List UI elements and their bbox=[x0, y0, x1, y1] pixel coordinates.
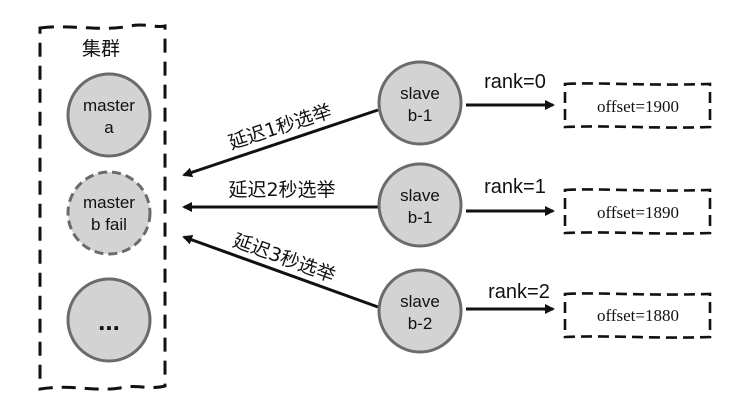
slave-3-label: slave bbox=[400, 292, 440, 311]
slave-node-1: slave b-1 bbox=[377, 60, 463, 146]
rank-label-3: rank=2 bbox=[488, 281, 550, 303]
master-a-label: master bbox=[83, 96, 135, 115]
master-a-node: master a bbox=[66, 72, 152, 158]
slave-node-2: slave b-1 bbox=[377, 162, 463, 248]
slave-2-label: slave bbox=[400, 186, 440, 205]
more-masters-ellipsis: ... bbox=[98, 306, 120, 336]
offset-value-2: offset=1890 bbox=[597, 203, 679, 222]
delay-label-1: 延迟1秒选举 bbox=[226, 100, 335, 154]
offset-box-3: offset=1880 bbox=[563, 292, 712, 339]
master-b-label: master bbox=[83, 193, 135, 212]
slave-3-sub: b-2 bbox=[408, 314, 433, 333]
slave-1-label: slave bbox=[400, 84, 440, 103]
master-b-fail-node: master b fail bbox=[66, 170, 152, 256]
slave-2-sub: b-1 bbox=[408, 208, 433, 227]
offset-value-3: offset=1880 bbox=[597, 306, 679, 325]
cluster-title: 集群 bbox=[82, 38, 120, 60]
slave-1-sub: b-1 bbox=[408, 106, 433, 125]
more-masters-node: ... bbox=[66, 277, 152, 363]
cluster-box bbox=[38, 23, 167, 391]
offset-box-2: offset=1890 bbox=[563, 188, 712, 235]
offset-box-1: offset=1900 bbox=[563, 82, 712, 129]
offset-value-1: offset=1900 bbox=[597, 97, 679, 116]
slave-node-3: slave b-2 bbox=[377, 268, 463, 354]
master-b-sub: b fail bbox=[91, 215, 127, 234]
vote-arrow-1 bbox=[182, 108, 379, 178]
vote-arrow-3 bbox=[182, 235, 379, 309]
delay-label-2: 延迟2秒选举 bbox=[228, 179, 335, 201]
rank-label-2: rank=1 bbox=[484, 176, 546, 198]
rank-label-1: rank=0 bbox=[484, 71, 546, 93]
master-a-sub: a bbox=[104, 118, 114, 137]
